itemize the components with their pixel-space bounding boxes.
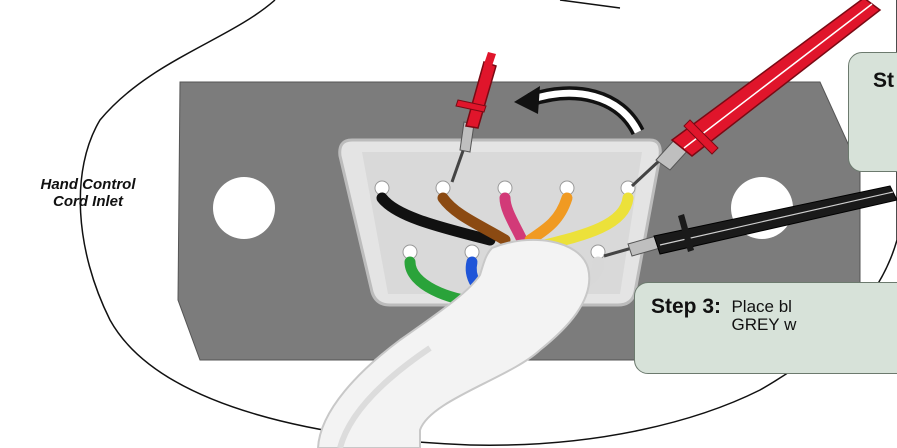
inlet-label-line2: Cord Inlet <box>18 193 158 210</box>
inlet-label-line1: Hand Control <box>18 176 158 193</box>
callout-step-3: Step 3: Place bl GREY w <box>634 282 897 374</box>
callout-step-3-line2: GREY w <box>731 315 796 334</box>
hand-control-cord-inlet-label: Hand Control Cord Inlet <box>18 176 158 210</box>
callout-step-top: St <box>848 52 897 172</box>
screw-hole-left <box>213 177 275 239</box>
callout-step-3-label: Step 3: <box>651 295 721 318</box>
callout-step-3-text: Place bl GREY w <box>731 298 796 334</box>
callout-top-step-label: St <box>873 69 894 92</box>
callout-step-3-line1: Place bl <box>731 297 791 316</box>
